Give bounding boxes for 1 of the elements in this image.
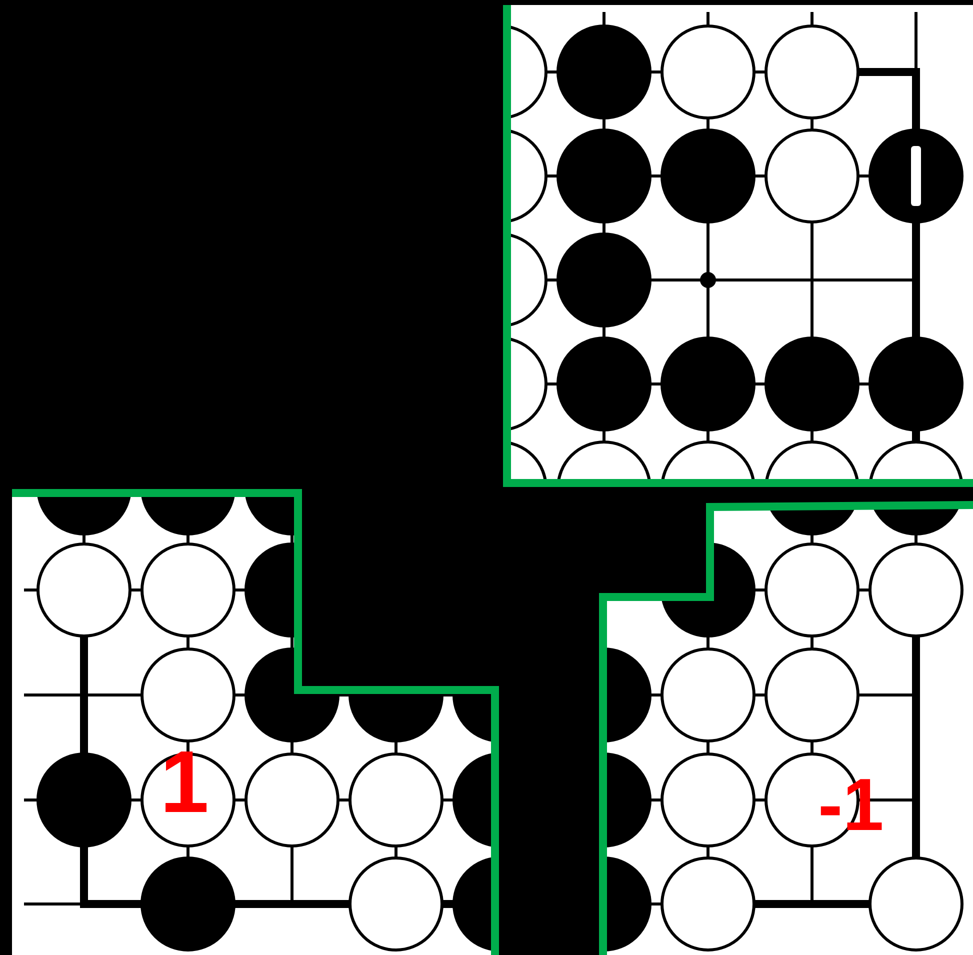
score-number: 1 xyxy=(160,738,209,826)
